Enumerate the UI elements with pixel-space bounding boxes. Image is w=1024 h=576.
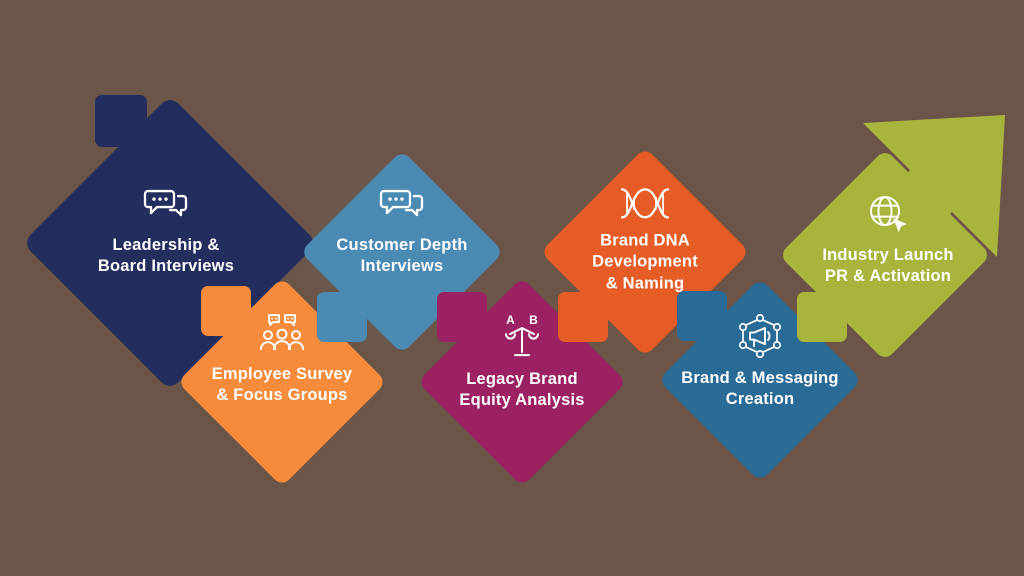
step-7-shape xyxy=(783,115,1005,357)
step-7-diamond xyxy=(783,153,987,357)
launch-arrow-head xyxy=(863,115,1005,257)
